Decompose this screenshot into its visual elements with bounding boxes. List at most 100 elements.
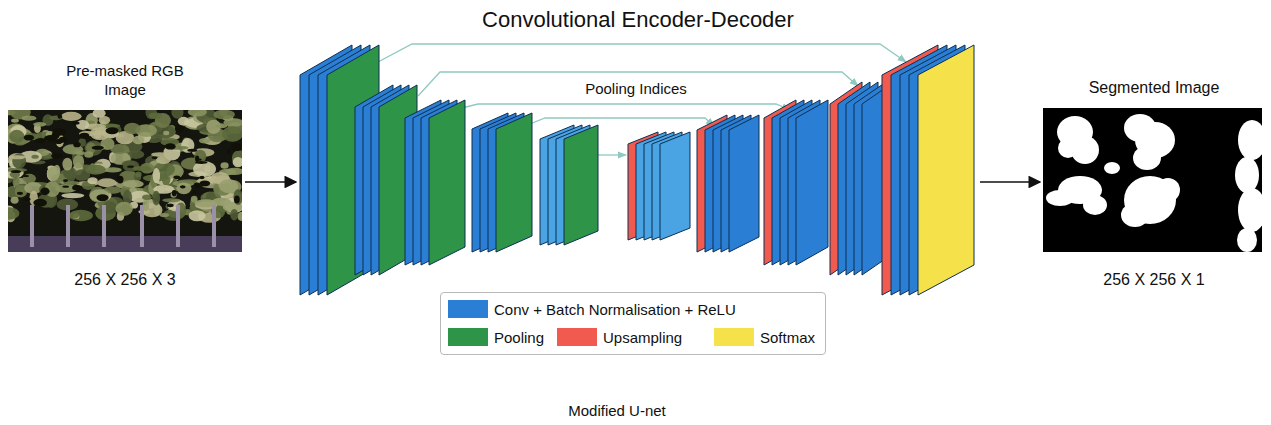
mask-blob	[1237, 228, 1257, 252]
shadow	[152, 156, 158, 159]
foliage	[11, 118, 19, 122]
foliage	[21, 115, 36, 120]
shadow	[231, 143, 241, 151]
foliage	[73, 155, 84, 169]
ground-strip	[8, 236, 242, 252]
image-panel: Pre-masked RGB Image 256 X 256 X 3	[5, 58, 245, 298]
foliage	[132, 136, 144, 144]
shadow	[17, 192, 23, 195]
foliage	[12, 177, 19, 186]
figure-caption: Modified U-net	[517, 402, 717, 420]
output-mask	[1043, 108, 1262, 252]
foliage	[135, 172, 141, 178]
foliage	[89, 189, 109, 201]
foliage	[156, 156, 171, 164]
legend-label: Softmax	[760, 329, 815, 346]
foliage	[97, 178, 117, 187]
network-layers	[300, 45, 974, 295]
vine-trunk	[102, 205, 106, 247]
mask-blob	[1046, 190, 1074, 206]
legend-label: Pooling	[494, 329, 544, 346]
foliage	[216, 124, 228, 128]
shadow	[175, 125, 184, 132]
shadow	[92, 146, 104, 150]
shadow	[62, 186, 69, 188]
foliage	[33, 122, 46, 127]
shadow	[199, 180, 210, 186]
shadow	[96, 194, 108, 201]
shadow	[73, 142, 80, 147]
image-heading: Pre-masked RGB Image	[50, 62, 200, 100]
flow-arrow	[245, 181, 296, 183]
shadow	[52, 128, 66, 135]
foliage	[162, 198, 180, 202]
foliage	[61, 193, 84, 198]
shadow	[106, 127, 119, 134]
foliage	[189, 210, 206, 221]
image-heading: Segmented Image	[1040, 78, 1268, 98]
foliage	[233, 157, 242, 167]
layer-slab	[918, 45, 974, 295]
mask-ground	[1043, 108, 1262, 252]
shadow	[187, 149, 197, 152]
mask-blob	[1133, 146, 1161, 170]
foliage	[163, 131, 169, 135]
shadow	[195, 155, 199, 162]
legend-box: Conv + Batch Normalisation + ReLU Pooling…	[440, 292, 826, 355]
dimension-label: 256 X 256 X 3	[5, 270, 245, 290]
foliage	[152, 191, 160, 206]
vine-trunk	[176, 205, 180, 247]
foliage	[62, 158, 72, 171]
shadow	[234, 196, 240, 204]
skip-link	[598, 154, 626, 155]
foliage	[76, 120, 89, 130]
skip-link	[462, 104, 790, 110]
shadow	[173, 175, 180, 179]
legend-entry: Conv + Batch Normalisation + ReLU	[448, 300, 736, 318]
skip-link	[530, 118, 714, 126]
annotation: Pooling Indices	[556, 80, 716, 98]
foliage	[199, 138, 210, 143]
legend-swatch	[557, 328, 597, 346]
legend-swatch	[448, 300, 488, 318]
foliage	[9, 155, 26, 159]
mask-blob	[1238, 188, 1262, 232]
foliage	[220, 162, 228, 169]
foliage	[230, 209, 238, 220]
shadow	[117, 176, 124, 184]
foliage	[222, 126, 242, 141]
mask-blob	[1238, 120, 1262, 160]
legend-entry: Upsampling	[557, 328, 682, 346]
vine-trunk	[30, 205, 34, 247]
legend-entry: Pooling	[448, 328, 544, 346]
mask-blob	[1156, 178, 1180, 202]
foliage	[233, 189, 242, 205]
shadow	[58, 114, 63, 118]
shadow	[72, 185, 81, 190]
shadow	[51, 153, 62, 158]
foliage	[104, 167, 122, 172]
mask-blob	[1121, 203, 1149, 227]
legend-label: Conv + Batch Normalisation + ReLU	[494, 301, 736, 318]
foliage	[194, 150, 206, 163]
flow-arrow	[980, 181, 1040, 183]
foliage	[11, 197, 19, 204]
legend-swatch	[448, 328, 488, 346]
shadow	[180, 185, 186, 188]
shadow	[167, 203, 174, 207]
foliage	[70, 212, 80, 219]
foliage	[31, 155, 38, 159]
foliage	[23, 174, 36, 183]
network-title: Convolutional Encoder-Decoder	[296, 6, 980, 34]
network-box: Convolutional Encoder-Decoder	[296, 4, 980, 290]
shadow	[40, 188, 49, 196]
image-panel: Segmented Image256 X 256 X 1	[1040, 58, 1268, 298]
shadow	[127, 166, 134, 168]
foliage	[9, 130, 24, 143]
foliage	[142, 195, 152, 200]
foliage	[188, 110, 207, 116]
layer-slab	[429, 100, 465, 265]
shadow	[199, 176, 204, 179]
mask-blob	[1083, 195, 1107, 215]
